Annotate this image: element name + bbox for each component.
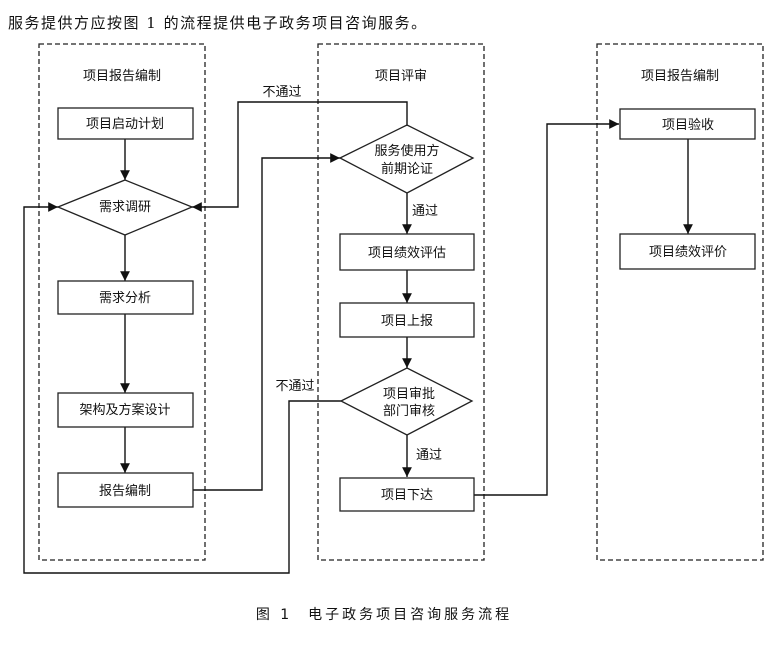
node-label: 报告编制 (99, 484, 151, 499)
figure-caption: 图 1 电子政务项目咨询服务流程 (0, 604, 768, 624)
lane-report-writing: 项目报告编制 (38, 43, 206, 561)
node-label: 项目启动计划 (86, 117, 164, 132)
edges: 不通过 通过 不通过 通过 (23, 85, 693, 574)
node-label: 需求分析 (99, 291, 151, 306)
node-project-issue: 项目下达 (339, 477, 475, 512)
node-label-line2: 部门审核 (383, 404, 435, 419)
node-project-acceptance: 项目验收 (619, 108, 756, 140)
node-architecture-design: 架构及方案设计 (57, 392, 194, 428)
edge-label-pass-2: 通过 (416, 448, 442, 463)
node-performance-evaluation: 项目绩效评价 (619, 233, 756, 270)
lane-border (317, 43, 485, 561)
node-start-plan: 项目启动计划 (57, 107, 194, 140)
node-requirement-analysis: 需求分析 (57, 280, 194, 315)
node-label: 项目下达 (381, 488, 433, 503)
edge-approval-fail (23, 202, 341, 574)
lane-title: 项目报告编制 (83, 69, 161, 84)
edge-user-review-fail (192, 101, 408, 212)
lane-title: 项目评审 (375, 69, 427, 84)
node-label-line2: 前期论证 (381, 161, 433, 177)
figure-title: 电子政务项目咨询服务流程 (308, 607, 513, 623)
node-user-review: 服务使用方 前期论证 (338, 124, 475, 194)
node-label-line1: 服务使用方 (374, 143, 439, 159)
node-label: 项目绩效评价 (649, 245, 727, 260)
node-label: 项目验收 (662, 117, 714, 133)
edge-label-fail-1: 不通过 (262, 85, 301, 100)
figure-number: 图 1 (255, 607, 293, 623)
node-label: 需求调研 (99, 200, 151, 215)
lane-title: 项目报告编制 (641, 69, 719, 84)
node-report-writing: 报告编制 (57, 472, 194, 508)
edge-label-pass-1: 通过 (412, 204, 438, 219)
edge-label-fail-2: 不通过 (275, 379, 314, 394)
node-label: 项目上报 (381, 314, 433, 329)
lane-border (38, 43, 206, 561)
node-label: 架构及方案设计 (79, 402, 170, 418)
node-dept-approval: 项目审批 部门审核 (339, 367, 474, 436)
lane-project-review: 项目评审 (317, 43, 485, 561)
lane-report-writing-2: 项目报告编制 (596, 43, 764, 561)
node-performance-assessment: 项目绩效评估 (339, 233, 475, 271)
node-label: 项目绩效评估 (368, 246, 446, 261)
edge-report-to-user-review (193, 153, 340, 491)
intro-paragraph: 服务提供方应按图 1 的流程提供电子政务项目咨询服务。 (8, 14, 428, 32)
node-requirement-survey: 需求调研 (56, 179, 194, 236)
node-project-submit: 项目上报 (339, 302, 475, 338)
node-label-line1: 项目审批 (383, 387, 435, 402)
lane-border (596, 43, 764, 561)
edge-issue-to-acceptance (473, 119, 619, 496)
